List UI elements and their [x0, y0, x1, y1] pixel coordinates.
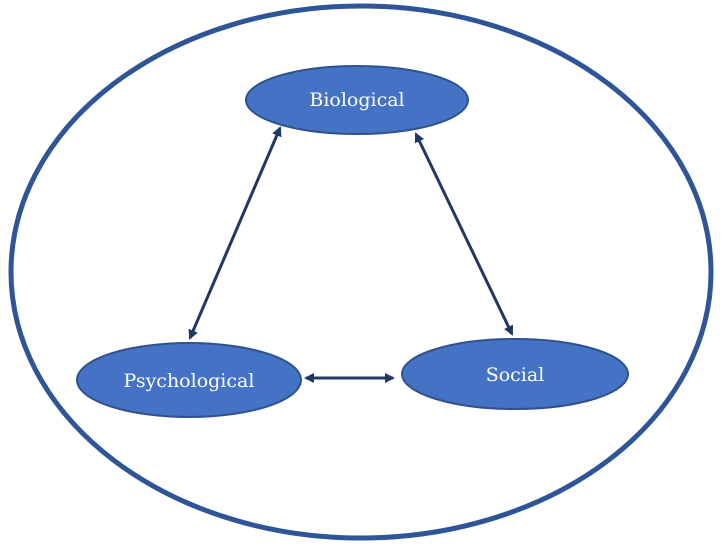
node-psychological-shape	[76, 342, 302, 418]
arrow-biological-psychological	[188, 126, 282, 340]
node-social-label: Social	[486, 364, 545, 386]
outer-boundary-ellipse	[8, 3, 714, 541]
node-social-shape	[401, 338, 629, 410]
node-psychological: Psychological	[76, 342, 302, 418]
node-biological-shape	[245, 65, 469, 135]
node-social: Social	[401, 338, 629, 410]
node-biological: Biological	[245, 65, 469, 135]
node-biological-label: Biological	[309, 89, 404, 111]
arrow-biological-social	[414, 132, 514, 336]
node-psychological-label: Psychological	[124, 370, 255, 392]
